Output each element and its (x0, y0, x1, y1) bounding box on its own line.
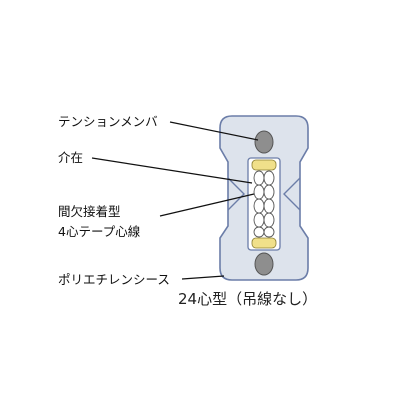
label-ribbon-line2: 4心テープ心線 (58, 224, 141, 239)
tension-member-bottom (254, 252, 274, 276)
fiber (263, 184, 275, 200)
label-inclusion: 介在 (58, 150, 83, 165)
fiber (263, 212, 275, 228)
fiber-ribbons (253, 170, 275, 238)
tension-member-top (254, 130, 274, 154)
left-notch (227, 177, 245, 211)
fiber (263, 226, 275, 238)
fiber (263, 170, 275, 186)
fiber (253, 170, 265, 186)
fiber (263, 198, 275, 214)
leader-ribbon (159, 193, 255, 217)
fiber (253, 212, 265, 228)
leader-tension-member (169, 121, 259, 141)
label-sheath: ポリエチレンシース (58, 272, 170, 287)
fiber (253, 226, 265, 238)
right-notch (283, 177, 301, 211)
inclusion-bottom (251, 237, 277, 249)
diagram-caption: 24心型（吊線なし） (178, 290, 317, 308)
fiber (253, 184, 265, 200)
inclusion-top (251, 159, 277, 171)
label-ribbon-line1: 間欠接着型 (58, 204, 121, 219)
leader-sheath (181, 275, 225, 280)
label-tension-member: テンションメンバ (58, 114, 158, 129)
fiber (253, 198, 265, 214)
leader-inclusion (91, 157, 253, 184)
